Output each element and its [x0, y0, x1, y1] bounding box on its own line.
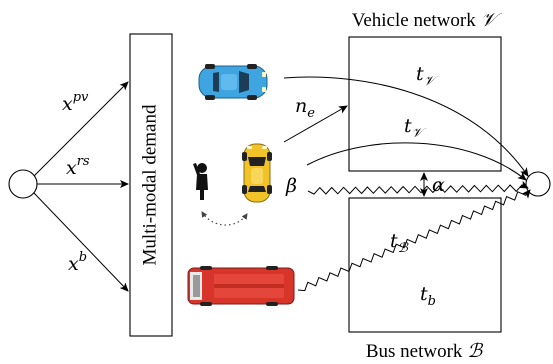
label-x-rs: xrs [66, 154, 90, 179]
demand-box [129, 33, 173, 337]
flow-private-car [283, 76, 529, 177]
label-beta: β [285, 175, 297, 197]
bus-network-title: Bus network ℬ [366, 341, 484, 362]
flow-ride-sharing [306, 142, 527, 181]
ride-sharing-car-icon [242, 143, 272, 203]
bus-network-box [348, 197, 502, 333]
label-t-bus-network: tℬ [390, 230, 409, 256]
vehicle-network-title: Vehicle network 𝒱 [352, 10, 503, 31]
flow-ne [283, 105, 348, 143]
label-n-e: ne [295, 95, 315, 121]
demand-arrow-pv [33, 81, 129, 177]
vehicle-network-box [348, 36, 502, 172]
origin-node [8, 169, 38, 199]
label-x-pv: xpv [62, 90, 89, 115]
destination-node [525, 171, 551, 197]
pickup-dotted-arrow [201, 211, 248, 226]
demand-box-label: Multi-modal demand [139, 104, 160, 265]
demand-arrow-b [33, 192, 129, 292]
passenger-icon [193, 163, 208, 200]
flow-bus-wavy [297, 189, 531, 292]
label-alpha: α [432, 174, 445, 196]
bus-icon [187, 266, 295, 306]
label-x-b: xb [68, 250, 87, 275]
label-t-b: tb [420, 283, 436, 309]
private-car-icon [198, 64, 268, 100]
flow-beta-wavy [307, 180, 529, 195]
